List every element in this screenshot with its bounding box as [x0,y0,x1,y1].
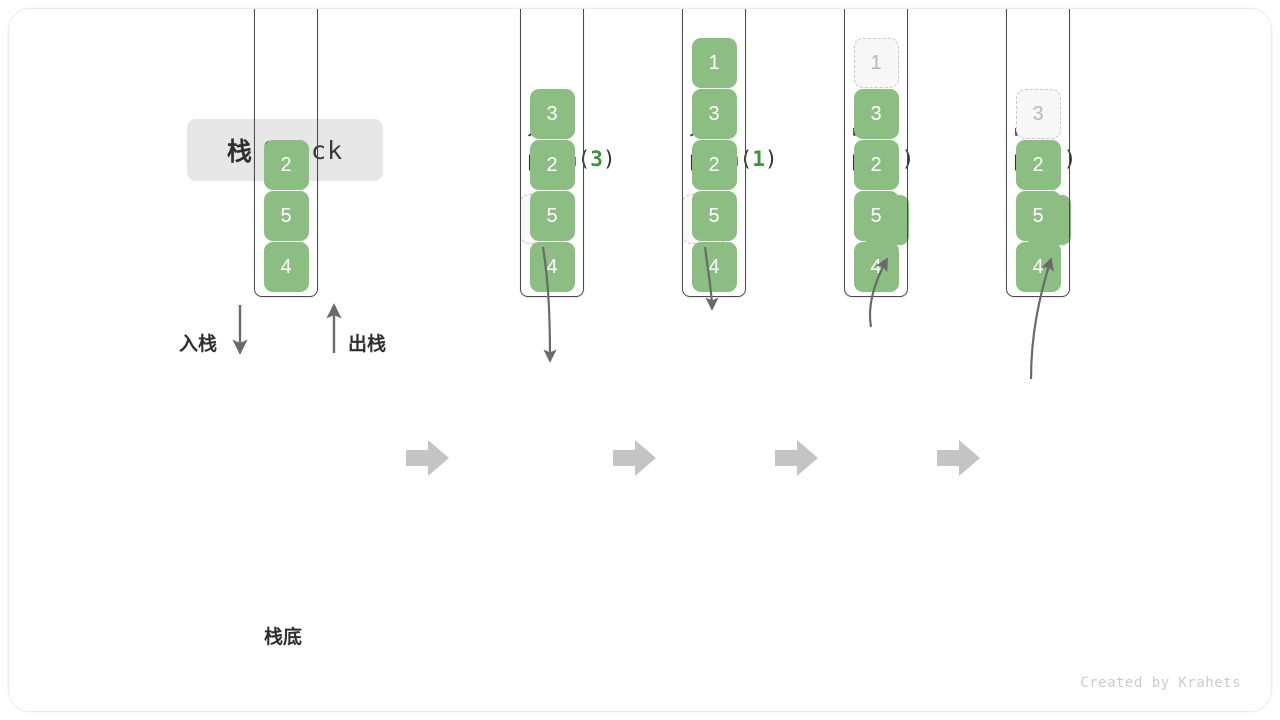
step-arrow-icon [406,440,449,476]
step-arrow-icon [937,440,980,476]
stack-cell: 2 [529,140,575,190]
stack-cell-ghost: 3 [1015,89,1061,139]
stack-cell: 4 [263,242,309,292]
stack-cell: 2 [263,140,309,190]
footer-credit: Created by Krahets [1080,675,1241,691]
stack-cell: 3 [853,89,899,139]
step-arrow-icon [613,440,656,476]
stack-cell: 2 [1015,140,1061,190]
push-direction-label: 入栈 [179,334,218,355]
stack-cell-ghost: 1 [853,38,899,88]
title-cjk: 栈 [226,138,252,166]
code-argument: 1 [752,147,765,171]
stack-cell: 5 [1015,191,1061,241]
pop-direction-label: 出栈 [348,334,387,355]
stack-bottom-label: 栈底 [264,627,303,648]
stack-cell: 4 [853,242,899,292]
stack-cell: 2 [691,140,737,190]
stack-cell: 4 [691,242,737,292]
stack-cell: 5 [691,191,737,241]
stack-cell: 3 [529,89,575,139]
code-suffix: ) [764,147,778,171]
code-argument: 3 [590,147,603,171]
code-suffix: ) [602,147,616,171]
stack-cell: 3 [691,89,737,139]
stack-cell: 1 [691,38,737,88]
stack-cell: 4 [529,242,575,292]
stack-cell: 2 [853,140,899,190]
stack-cell: 4 [1015,242,1061,292]
stack-cell: 5 [263,191,309,241]
step-arrow-icon [775,440,818,476]
stack-cell: 5 [529,191,575,241]
diagram-canvas: 栈 Stack 栈顶 栈底 入栈 出栈 入栈 push(3) 入栈 push(1… [8,8,1272,712]
stack-cell: 5 [853,191,899,241]
